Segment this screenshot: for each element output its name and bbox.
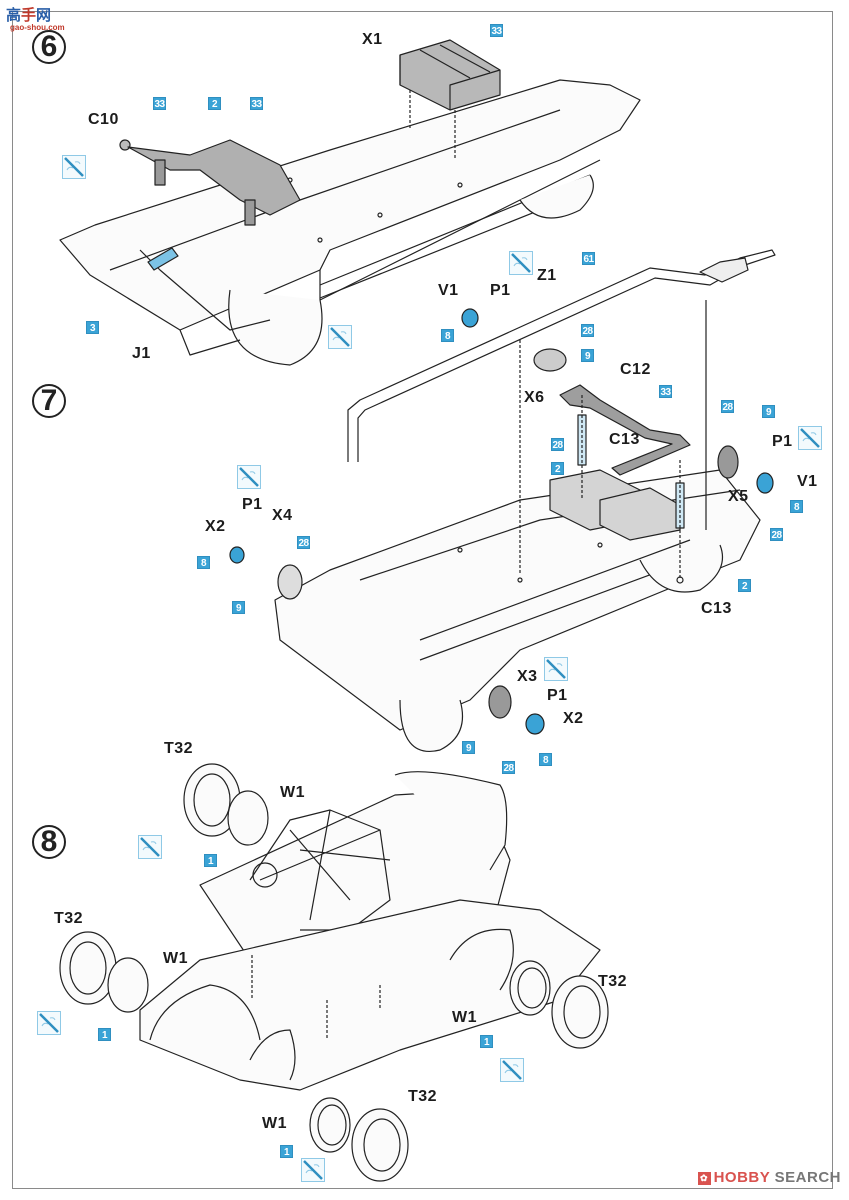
step-number-7: 7 [32, 384, 66, 418]
paint-code-chip: 9 [581, 349, 594, 362]
step6-part-j1 [147, 247, 179, 271]
paint-code-chip: 28 [721, 400, 734, 413]
paint-code-chip: 8 [441, 329, 454, 342]
paint-instruction-icon [301, 1158, 325, 1182]
paint-code-chip: 3 [86, 321, 99, 334]
paint-instruction-icon [237, 465, 261, 489]
paint-code-chip: 9 [232, 601, 245, 614]
step7-chassis [274, 469, 761, 752]
part-label-w1: W1 [163, 950, 188, 967]
paint-code-chip: 9 [762, 405, 775, 418]
part-label-x2: X2 [563, 710, 584, 727]
paint-instruction-icon [62, 155, 86, 179]
part-label-p1: P1 [772, 433, 793, 450]
page-frame [12, 11, 833, 1189]
paint-instruction-icon [798, 426, 822, 450]
part-label-p1: P1 [242, 496, 263, 513]
part-label-c13: C13 [701, 600, 732, 617]
paint-instruction-icon [37, 1011, 61, 1035]
paint-code-chip: 2 [208, 97, 221, 110]
step7-exhaust-z1 [347, 249, 776, 462]
part-label-x1: X1 [362, 31, 383, 48]
paint-code-chip: 1 [98, 1028, 111, 1041]
step8-chassis [139, 899, 601, 1091]
part-label-c10: C10 [88, 111, 119, 128]
paint-code-chip: 28 [770, 528, 783, 541]
paint-code-chip: 8 [539, 753, 552, 766]
paint-code-chip: 28 [502, 761, 515, 774]
brand-hobby: HOBBY [713, 1169, 770, 1186]
step-number-8: 8 [32, 825, 66, 859]
step6-chassis [59, 79, 641, 366]
paint-code-chip: 8 [197, 556, 210, 569]
part-label-t32: T32 [408, 1088, 438, 1105]
part-label-t32: T32 [54, 910, 84, 927]
part-label-x2: X2 [205, 518, 226, 535]
part-label-v1: V1 [797, 473, 818, 490]
part-label-x3: X3 [517, 668, 538, 685]
part-label-x5: X5 [728, 488, 749, 505]
paint-code-chip: 61 [582, 252, 595, 265]
part-label-z1: Z1 [537, 267, 557, 284]
part-label-w1: W1 [280, 784, 305, 801]
step6-part-c10-bracket [119, 139, 301, 226]
paint-code-chip: 33 [659, 385, 672, 398]
part-label-x6: X6 [524, 389, 545, 406]
part-label-t32: T32 [164, 740, 194, 757]
paint-code-chip: 1 [280, 1145, 293, 1158]
part-label-p1: P1 [490, 282, 511, 299]
paint-code-chip: 8 [790, 500, 803, 513]
part-label-c12: C12 [620, 361, 651, 378]
step7-hubs [229, 300, 774, 735]
step8-wheels [59, 763, 609, 1182]
paint-code-chip: 2 [551, 462, 564, 475]
part-label-p1: P1 [547, 687, 568, 704]
step7-part-c12 [559, 384, 691, 476]
paint-code-chip: 2 [738, 579, 751, 592]
paint-code-chip: 28 [297, 536, 310, 549]
paint-code-chip: 28 [551, 438, 564, 451]
paint-code-chip: 28 [581, 324, 594, 337]
paint-code-chip: 1 [480, 1035, 493, 1048]
step7-shocks-c13 [577, 395, 685, 580]
paint-code-chip: 1 [204, 854, 217, 867]
site-logo: 高手网 [6, 4, 51, 25]
paint-instruction-icon [500, 1058, 524, 1082]
paint-instruction-icon [509, 251, 533, 275]
brand-search: SEARCH [774, 1169, 841, 1186]
paint-code-chip: 33 [490, 24, 503, 37]
paint-code-chip: 33 [250, 97, 263, 110]
logo-char: 网 [36, 7, 52, 24]
part-label-t32: T32 [598, 973, 628, 990]
part-label-c13: C13 [609, 431, 640, 448]
step-number-6: 6 [32, 30, 66, 64]
paint-instruction-icon [328, 325, 352, 349]
paint-instruction-icon [544, 657, 568, 681]
paint-code-chip: 9 [462, 741, 475, 754]
paint-code-chip: 33 [153, 97, 166, 110]
step6-part-x1 [399, 39, 501, 160]
part-label-w1: W1 [262, 1115, 287, 1132]
site-logo-url: gao-shou.com [10, 23, 65, 32]
logo-char: 手 [21, 7, 37, 24]
part-label-v1: V1 [438, 282, 459, 299]
part-label-j1: J1 [132, 345, 151, 362]
hobby-search-watermark: ✿HOBBY SEARCH [697, 1169, 841, 1186]
hobby-search-icon: ✿ [697, 1172, 711, 1185]
part-label-x4: X4 [272, 507, 293, 524]
part-label-w1: W1 [452, 1009, 477, 1026]
paint-instruction-icon [138, 835, 162, 859]
logo-char: 高 [6, 7, 22, 24]
